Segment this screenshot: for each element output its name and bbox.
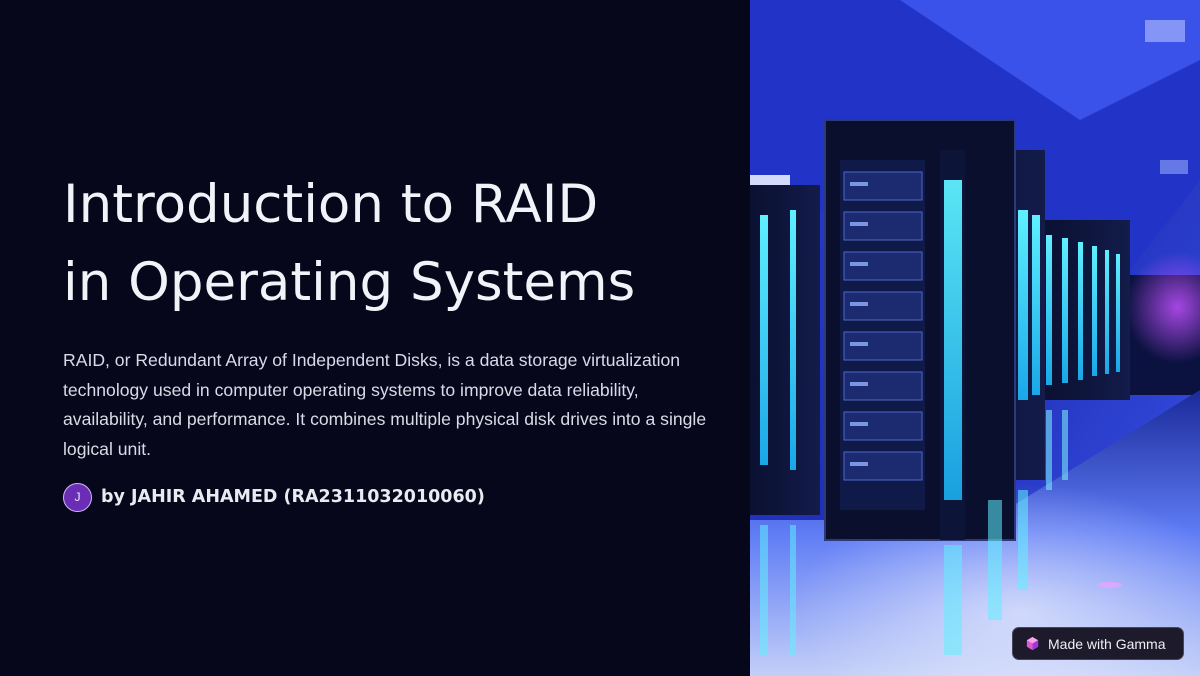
slide-title-line: Introduction to RAID: [63, 174, 599, 235]
slide-title-line: in Operating Systems: [63, 252, 636, 313]
server-room-image: [750, 0, 1200, 676]
slide-description: RAID, or Redundant Array of Independent …: [63, 350, 707, 459]
slide-title: Introduction to RAID in Operating System…: [63, 166, 723, 322]
author-name: by JAHIR AHAMED (RA2311032010060): [101, 487, 485, 507]
made-with-gamma-badge[interactable]: Made with Gamma: [1012, 627, 1184, 660]
author-row: J by JAHIR AHAMED (RA2311032010060): [63, 482, 485, 512]
gamma-logo-icon: [1026, 636, 1039, 651]
server-room-illustration: [750, 0, 1200, 676]
text-panel: Introduction to RAID in Operating System…: [63, 166, 723, 512]
avatar: J: [63, 482, 92, 512]
badge-label: Made with Gamma: [1048, 635, 1166, 652]
